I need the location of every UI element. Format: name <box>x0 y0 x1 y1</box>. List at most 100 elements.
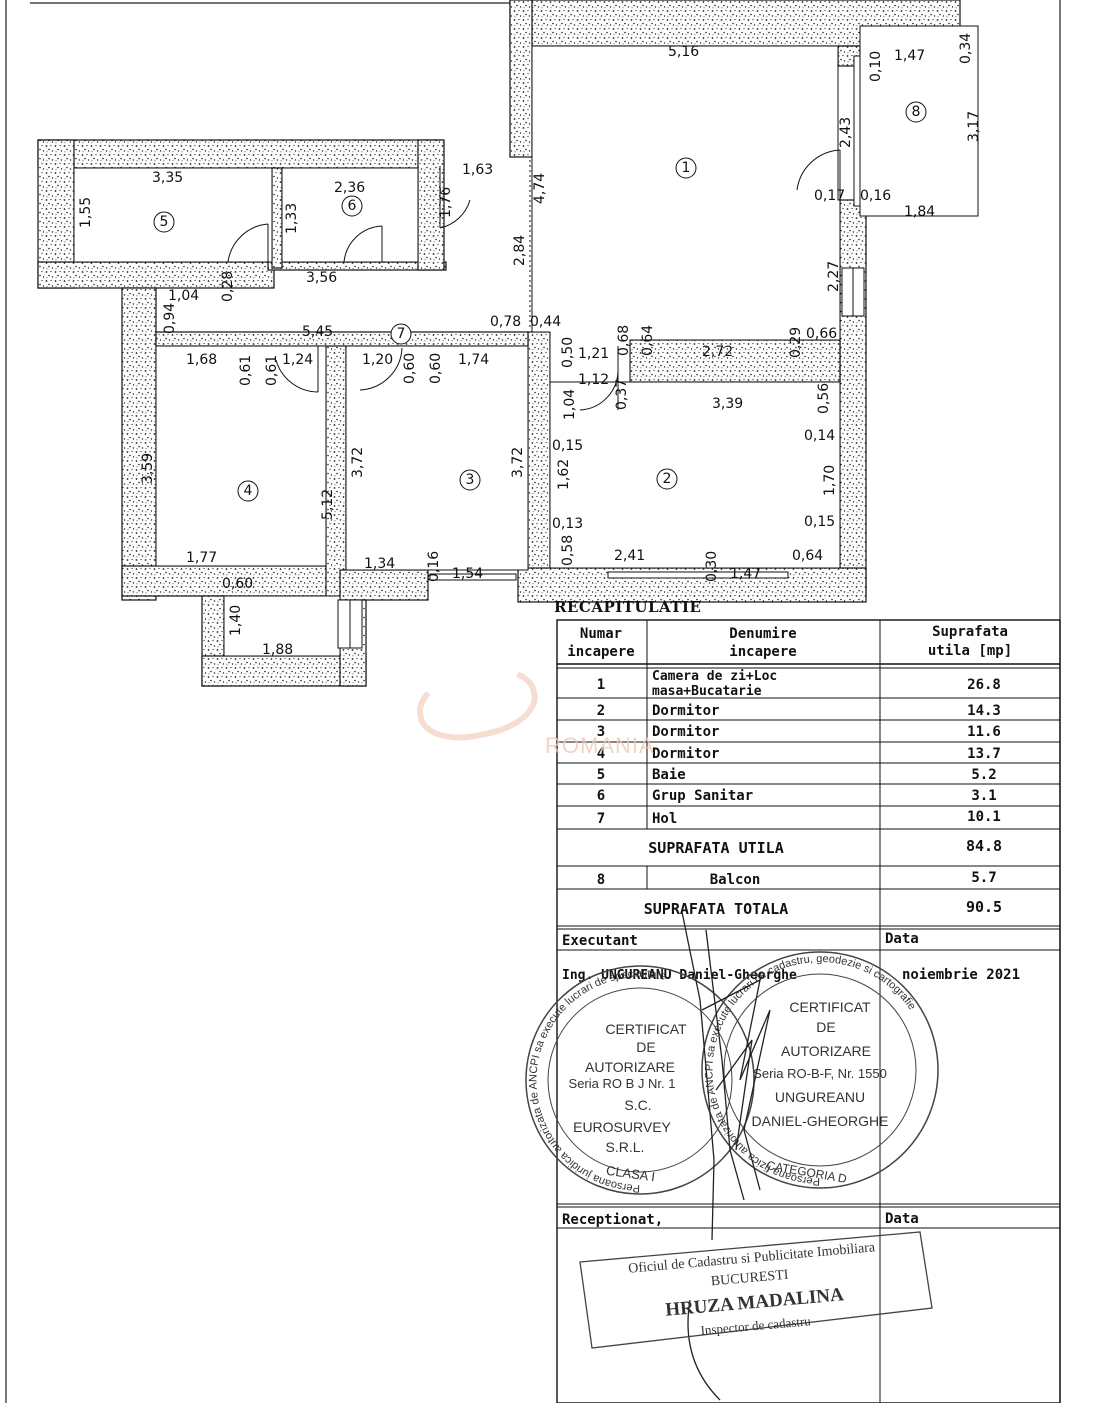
receptionat-label: Receptionat, <box>562 1212 663 1228</box>
room-number-4: 4 <box>244 483 253 499</box>
dim-label: 0,16 <box>426 551 442 582</box>
dim-label: 0,28 <box>220 271 236 302</box>
row-3-area: 11.6 <box>967 724 1001 740</box>
stamp-right-line: AUTORIZARE <box>781 1043 871 1059</box>
recap-title: RECAPITULATIE <box>554 598 702 616</box>
row-1-area: 26.8 <box>967 677 1001 693</box>
dim-label: 0,64 <box>792 548 823 564</box>
stamp-ocpi: Oficiul de Cadastru si Publicitate Imobi… <box>579 1231 933 1349</box>
ocpi-line: BUCURESTI <box>710 1268 789 1290</box>
dim-label: 3,72 <box>510 447 526 478</box>
stamp-right-line: UNGUREANU <box>775 1089 865 1105</box>
dimension-labels: 5,16 0,10 1,47 0,34 3,17 2,43 0,17 0,16 … <box>78 33 982 658</box>
dim-label: 0,16 <box>860 188 891 204</box>
row-1-name-2: masa+Bucatarie <box>652 684 762 699</box>
dim-label: 0,60 <box>428 353 444 384</box>
row-4-area: 13.7 <box>967 746 1001 762</box>
dim-label: 0,60 <box>222 576 253 592</box>
dim-label: 0,44 <box>530 314 561 330</box>
room-number-6: 6 <box>348 198 357 214</box>
dim-label: 0,61 <box>264 355 280 386</box>
dim-label: 3,35 <box>152 170 183 186</box>
dim-label: 3,56 <box>306 270 337 286</box>
dim-label: 0,56 <box>816 383 832 414</box>
dim-label: 0,78 <box>490 314 521 330</box>
dim-label: 0,34 <box>958 33 974 64</box>
dim-label: 2,36 <box>334 180 365 196</box>
row-7-num: 7 <box>597 811 605 827</box>
dim-label: 1,77 <box>186 550 217 566</box>
row-5-num: 5 <box>597 767 605 783</box>
room-number-8: 8 <box>912 104 921 120</box>
data-label: Data <box>885 931 919 947</box>
room-4-annex <box>223 595 341 657</box>
row-8-area: 5.7 <box>971 870 996 886</box>
dim-label: 0,61 <box>238 355 254 386</box>
dim-label: 0,30 <box>704 551 720 582</box>
dim-label: 3,59 <box>140 453 156 484</box>
row-5-name: Baie <box>652 767 686 783</box>
dim-label: 1,21 <box>578 346 609 362</box>
dim-label: 5,16 <box>668 44 699 60</box>
data-label-2: Data <box>885 1211 919 1227</box>
dim-label: 1,74 <box>458 352 489 368</box>
dim-label: 1,24 <box>282 352 313 368</box>
stamp-right-line: DE <box>816 1019 835 1035</box>
dim-label: 1,88 <box>262 642 293 658</box>
dim-label: 0,68 <box>616 325 632 356</box>
room-number-1: 1 <box>682 160 691 176</box>
dim-label: 0,10 <box>868 51 884 82</box>
room-number-7: 7 <box>397 326 406 342</box>
useful-area-label: SUPRAFATA UTILA <box>648 839 783 857</box>
dim-label: 1,47 <box>894 48 925 64</box>
stamp-left-line: DE <box>636 1039 655 1055</box>
room-1-area <box>531 45 841 383</box>
stamp-left-line: CLASA I <box>605 1163 656 1185</box>
row-6-name: Grup Sanitar <box>652 788 753 804</box>
dim-label: 2,43 <box>838 117 854 148</box>
stamp-left-line: S.R.L. <box>606 1139 645 1155</box>
stamp-right-line: DANIEL-GHEORGHE <box>752 1113 889 1129</box>
row-4-name: Dormitor <box>652 746 719 762</box>
row-6-num: 6 <box>597 788 605 804</box>
dim-label: 0,58 <box>560 535 576 566</box>
row-8-num: 8 <box>597 872 605 888</box>
dim-label: 0,15 <box>804 514 835 530</box>
dim-label: 1,12 <box>578 372 609 388</box>
header-num-2: incapere <box>567 644 634 660</box>
row-5-area: 5.2 <box>971 767 996 783</box>
dim-label: 1,84 <box>904 204 935 220</box>
row-4-num: 4 <box>597 746 605 762</box>
ocpi-line: Inspector de cadastru <box>700 1313 812 1338</box>
row-1-num: 1 <box>597 677 605 693</box>
dim-label: 1,76 <box>438 187 454 218</box>
stamp-right-line: Seria RO-B-F, Nr. 1550 <box>753 1066 887 1081</box>
executant-label: Executant <box>562 933 638 949</box>
stamp-left-line: AUTORIZARE <box>585 1059 675 1075</box>
dim-label: 1,04 <box>562 389 578 420</box>
dim-label: 1,68 <box>186 352 217 368</box>
dim-label: 1,47 <box>730 566 761 582</box>
useful-area-value: 84.8 <box>966 837 1002 855</box>
header-name-1: Denumire <box>729 626 796 642</box>
room-number-3: 3 <box>466 472 475 488</box>
recap-table-text: Numar incapere Denumire incapere Suprafa… <box>562 624 1020 1228</box>
doors <box>227 149 841 411</box>
dim-label: 0,64 <box>640 325 656 356</box>
dim-label: 2,41 <box>614 548 645 564</box>
dim-label: 0,17 <box>814 188 845 204</box>
dim-label: 2,27 <box>826 261 842 292</box>
room-numbers: 1 2 3 4 5 6 7 8 <box>153 101 927 502</box>
row-3-num: 3 <box>597 724 605 740</box>
room-number-2: 2 <box>663 471 672 487</box>
total-area-value: 90.5 <box>966 898 1002 916</box>
dim-label: 1,40 <box>228 605 244 636</box>
row-2-num: 2 <box>597 703 605 719</box>
header-num-1: Numar <box>580 626 622 642</box>
dim-label: 5,45 <box>302 324 333 340</box>
dim-label: 1,34 <box>364 556 395 572</box>
watermark-text: ROMANIA <box>545 733 655 758</box>
room-3-area <box>345 345 529 571</box>
recap-table <box>556 619 1061 1403</box>
